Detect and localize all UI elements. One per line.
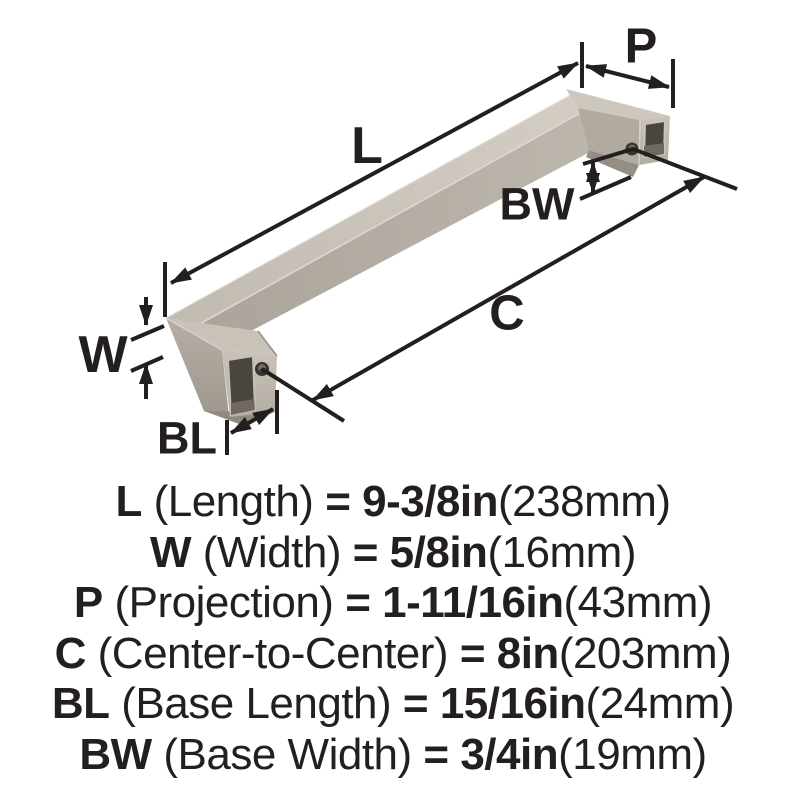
dim-line-BL bbox=[230, 407, 274, 435]
dim-label-BL: BL bbox=[157, 412, 217, 464]
spec-value: = 9-3/8in bbox=[325, 477, 498, 526]
spec-symbol: P bbox=[73, 578, 103, 627]
tick-W-upper bbox=[130, 324, 165, 342]
spec-symbol: BW bbox=[79, 729, 152, 779]
dim-line-C bbox=[312, 175, 705, 402]
spec-symbol: C bbox=[54, 628, 87, 678]
spec-name: (Length) bbox=[141, 477, 326, 526]
spec-symbol: W bbox=[149, 527, 192, 577]
spec-row-length: L (Length) = 9-3/8in(238mm) bbox=[0, 477, 793, 528]
spec-row-base-width: BW (Base Width) = 3/4in(19mm) bbox=[0, 730, 793, 781]
spec-name: (Base Length) bbox=[109, 679, 403, 728]
spec-value: = 1-11/16in bbox=[345, 578, 564, 627]
spec-name: (Projection) bbox=[102, 578, 346, 627]
spec-metric: (203mm) bbox=[558, 628, 732, 678]
dim-label-BW: BW bbox=[499, 178, 575, 230]
handle-left-base bbox=[165, 317, 278, 425]
spec-value: = 3/4in bbox=[423, 729, 559, 779]
dim-label-L: L bbox=[351, 117, 383, 175]
spec-name: (Center-to-Center) bbox=[85, 628, 460, 678]
spec-symbol: L bbox=[115, 477, 142, 526]
spec-list: L (Length) = 9-3/8in(238mm) W (Width) = … bbox=[0, 477, 793, 780]
dim-line-L bbox=[170, 61, 579, 285]
spec-metric: (238mm) bbox=[498, 477, 671, 526]
spec-value: = 5/8in bbox=[352, 527, 488, 577]
spec-name: (Base Width) bbox=[151, 729, 424, 779]
leader-left-screw bbox=[260, 367, 346, 423]
spec-value: = 15/16in bbox=[402, 679, 586, 728]
dim-label-P: P bbox=[624, 19, 658, 74]
tick-BW-lower bbox=[579, 175, 632, 201]
spec-row-width: W (Width) = 5/8in(16mm) bbox=[0, 528, 793, 579]
spec-row-base-length: BL (Base Length) = 15/16in(24mm) bbox=[0, 679, 793, 730]
dim-label-W: W bbox=[78, 326, 128, 384]
handle-right-base bbox=[566, 89, 670, 177]
handle-illustration bbox=[165, 89, 670, 425]
spec-row-center-to-center: C (Center-to-Center) = 8in(203mm) bbox=[0, 629, 793, 680]
dimension-lines bbox=[130, 42, 738, 455]
spec-metric: (19mm) bbox=[558, 729, 707, 779]
dim-line-P bbox=[585, 64, 670, 89]
spec-metric: (43mm) bbox=[563, 578, 713, 627]
spec-name: (Width) bbox=[191, 527, 353, 577]
spec-metric: (24mm) bbox=[585, 679, 735, 728]
spec-symbol: BL bbox=[51, 679, 110, 728]
spec-metric: (16mm) bbox=[487, 527, 636, 577]
spec-value: = 8in bbox=[459, 628, 560, 678]
dim-label-C: C bbox=[489, 286, 525, 341]
spec-row-projection: P (Projection) = 1-11/16in(43mm) bbox=[0, 578, 793, 629]
